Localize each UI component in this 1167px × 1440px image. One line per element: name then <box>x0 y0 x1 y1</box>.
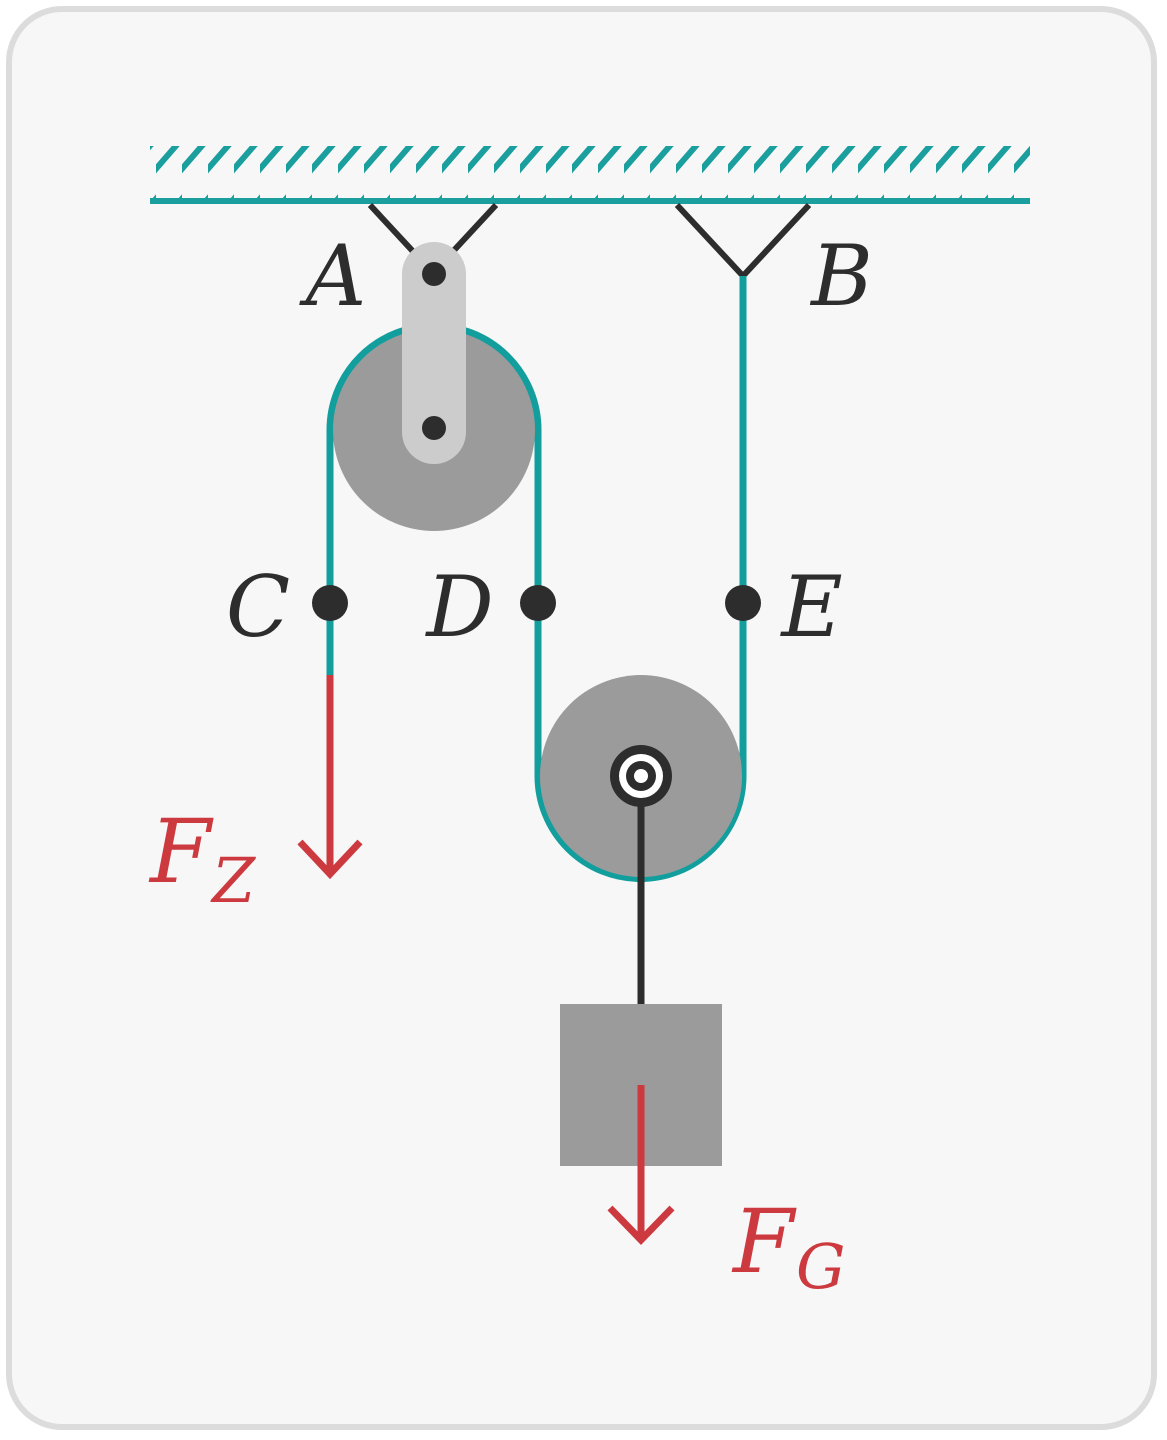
label-e: E <box>779 558 842 656</box>
pull-force-arrow <box>297 675 363 880</box>
label-force-pull: FZ <box>148 800 256 917</box>
label-b: B <box>809 227 873 325</box>
mount-b <box>674 202 812 281</box>
ceiling-hatching <box>150 146 1030 200</box>
label-force-weight-sub: G <box>796 1230 846 1303</box>
point-d-dot <box>520 585 556 621</box>
point-c-dot <box>312 585 348 621</box>
pivot-a-dot <box>422 262 446 286</box>
fixed-pulley-axle-dot <box>422 416 446 440</box>
label-force-weight: FG <box>731 1190 846 1303</box>
label-c: C <box>226 558 290 656</box>
moving-pulley-axle <box>610 745 672 807</box>
label-force-weight-main: F <box>731 1190 797 1293</box>
ceiling <box>150 146 1030 204</box>
label-force-pull-main: F <box>148 800 214 903</box>
pulley-bracket <box>402 242 466 464</box>
label-a: A <box>299 227 367 325</box>
label-d: D <box>424 558 493 656</box>
point-e-dot <box>725 585 761 621</box>
weight-force-arrow <box>607 1085 675 1246</box>
label-force-pull-sub: Z <box>210 844 256 917</box>
